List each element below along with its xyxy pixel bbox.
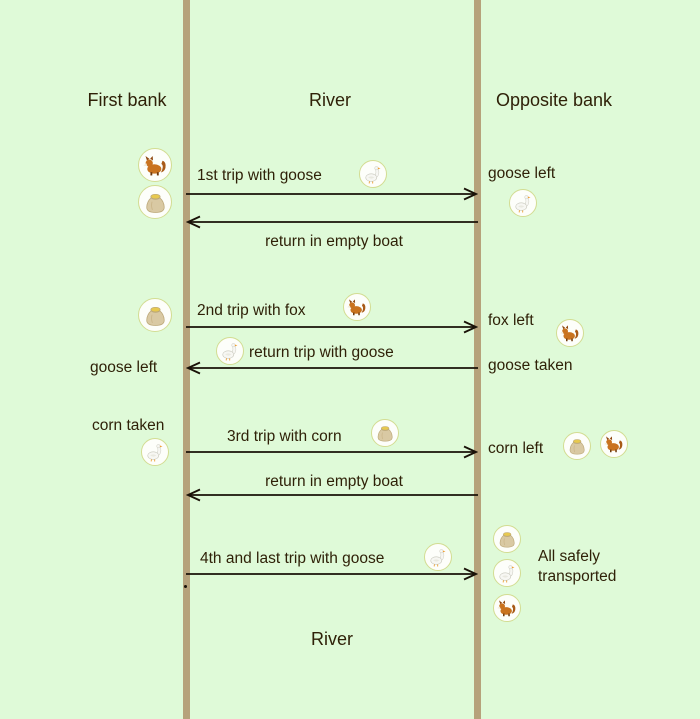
opposite-bank-title: Opposite bank	[495, 90, 613, 110]
trip3-return-label: return in empty boat	[265, 473, 403, 490]
corn-sack-icon	[493, 525, 521, 553]
corn-sack-icon	[138, 298, 172, 332]
fox-icon	[138, 148, 172, 182]
corn-sack-icon	[563, 432, 591, 460]
stray-dot	[184, 585, 187, 588]
trip2-left-result-label: goose left	[90, 359, 158, 376]
trip3-label: 3rd trip with corn	[227, 428, 342, 445]
fox-icon	[343, 293, 371, 321]
goose-icon	[141, 438, 169, 466]
corn-sack-icon	[138, 185, 172, 219]
river-title: River	[308, 90, 352, 110]
trip2-return-arrow	[186, 360, 478, 376]
trip4-forward-arrow	[186, 566, 478, 582]
trip1-result-label: goose left	[488, 165, 556, 182]
goose-icon	[424, 543, 452, 571]
fox-icon	[600, 430, 628, 458]
river-bottom-title: River	[310, 629, 354, 649]
trip3-return-arrow	[186, 487, 478, 503]
trip1-return-label: return in empty boat	[265, 233, 403, 250]
trip2-label: 2nd trip with fox	[197, 302, 306, 319]
fox-icon	[493, 594, 521, 622]
goose-icon	[509, 189, 537, 217]
first-bank-line	[183, 0, 190, 719]
trip2-result-label: fox left	[488, 312, 534, 329]
opposite-bank-line	[474, 0, 481, 719]
goose-icon	[359, 160, 387, 188]
first-bank-title: First bank	[87, 90, 167, 110]
trip2-return-label: return trip with goose	[249, 344, 394, 361]
trip1-return-arrow	[186, 214, 478, 230]
trip1-label: 1st trip with goose	[197, 167, 322, 184]
fox-icon	[556, 319, 584, 347]
trip2-right-note-label: goose taken	[488, 357, 573, 374]
trip2-forward-arrow	[186, 319, 478, 335]
corn-sack-icon	[371, 419, 399, 447]
trip3-forward-arrow	[186, 444, 478, 460]
trip4-final-note: All safely transported	[538, 547, 616, 587]
trip4-final-note-line1: All safely	[538, 548, 601, 565]
trip3-left-note-label: corn taken	[92, 417, 165, 434]
goose-icon	[493, 559, 521, 587]
trip4-final-note-line2: transported	[538, 568, 617, 585]
trip1-forward-arrow	[186, 186, 478, 202]
trip3-result-label: corn left	[488, 440, 544, 457]
goose-icon	[216, 337, 244, 365]
trip4-label: 4th and last trip with goose	[200, 550, 385, 567]
